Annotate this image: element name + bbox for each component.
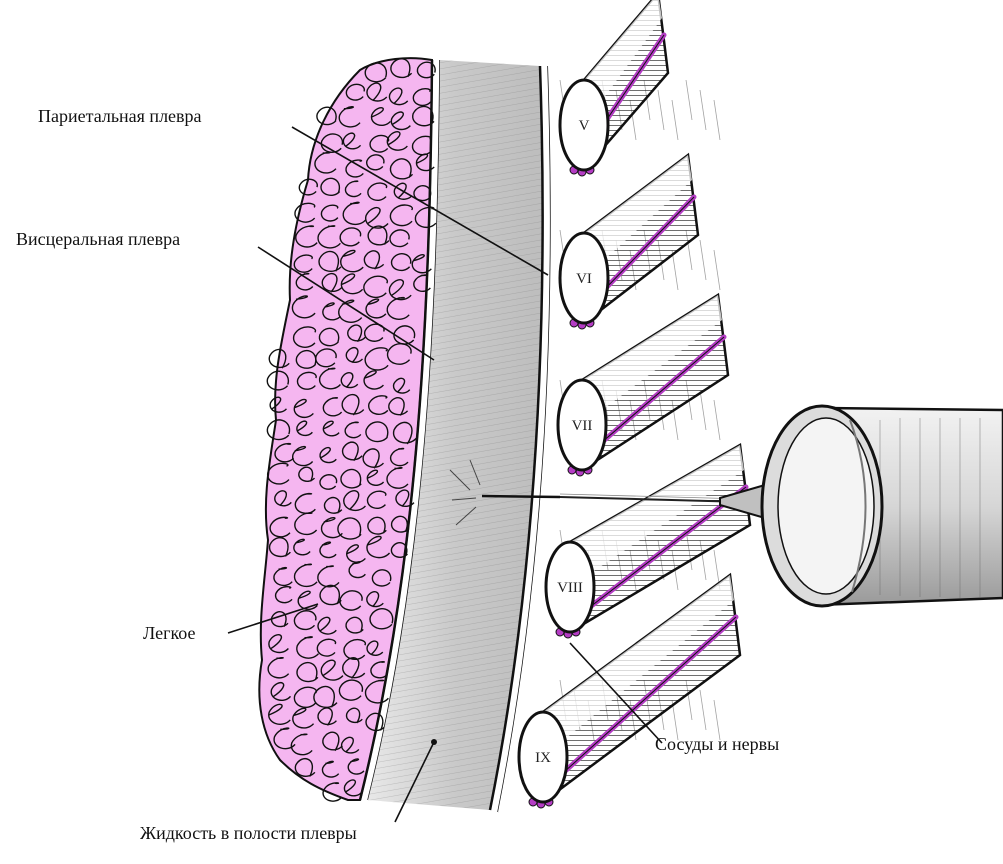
syringe — [762, 406, 1003, 606]
rib-label: IX — [535, 750, 551, 766]
rib-label: VIII — [557, 580, 583, 596]
rib-label: V — [579, 118, 590, 134]
label-vessels-nerves: Сосуды и нервы — [655, 734, 779, 755]
rib-label: VI — [576, 271, 592, 287]
label-parietal-pleura: Париетальная плевра — [38, 106, 202, 127]
rib-label: VII — [572, 418, 593, 434]
label-pleural-fluid: Жидкость в полости плевры — [140, 823, 357, 844]
label-lung: Легкое — [143, 623, 196, 644]
label-visceral-pleura: Висцеральная плевра — [16, 229, 180, 250]
